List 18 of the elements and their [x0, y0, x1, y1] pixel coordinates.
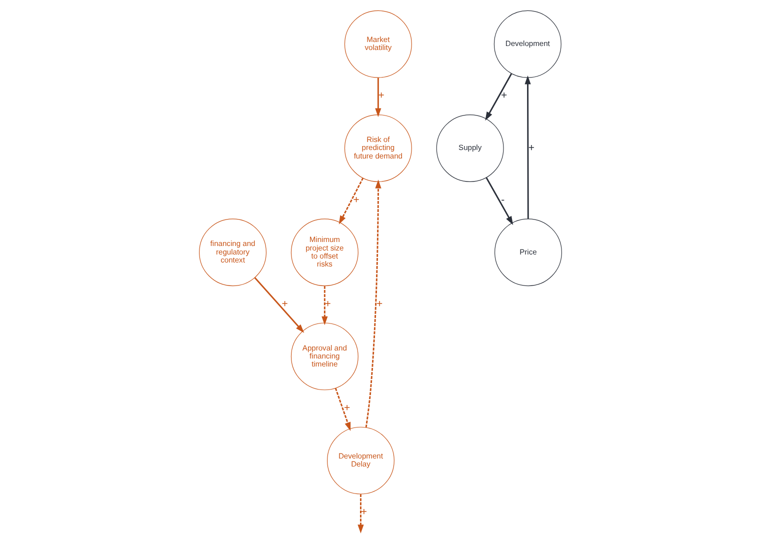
- arrow: [254, 277, 304, 333]
- edge-label: +: [282, 298, 288, 310]
- arrow: [338, 178, 364, 224]
- edge-label: +: [501, 90, 508, 102]
- arrow: [358, 494, 364, 534]
- arrow: [485, 73, 512, 121]
- arrow: [322, 286, 328, 326]
- edge-label: +: [344, 403, 350, 414]
- edge-label: -: [501, 194, 505, 206]
- arrow: [334, 388, 351, 431]
- edge-label: +: [376, 298, 383, 310]
- edge-label: +: [528, 142, 534, 154]
- arrow: [524, 76, 531, 219]
- edge-label: +: [353, 194, 360, 206]
- arrow: [486, 177, 514, 225]
- edge-label: +: [324, 298, 331, 310]
- edge-label: +: [360, 507, 367, 518]
- arrow: [365, 180, 382, 428]
